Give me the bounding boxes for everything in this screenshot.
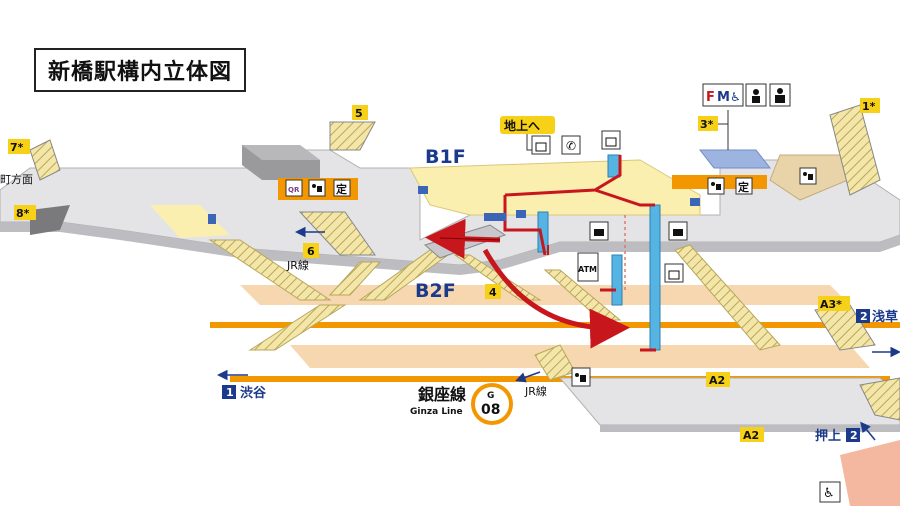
oshiage-label: 押上 (815, 428, 841, 444)
exit-a2-label-2: A2 (743, 429, 759, 442)
machi-direction-label: 町方面 (0, 172, 33, 186)
to-ground-label: 地上へ (504, 118, 540, 133)
toilet-men-glyph: M (717, 90, 730, 105)
exit-4-badge (485, 284, 501, 299)
commuter-pass-icon (333, 179, 351, 197)
shibuya-label: 渋谷 (240, 385, 267, 401)
exit-8-badge (14, 205, 36, 220)
b1f-label: B1F (425, 146, 466, 168)
atm-label: ATM (578, 265, 597, 274)
exit-1-label: 1* (862, 100, 876, 113)
b2f-platforms (210, 285, 900, 506)
exit-a3-label: A3* (820, 298, 842, 311)
svg-text:♿: ♿ (730, 90, 741, 104)
commuter-pass-icon-2 (735, 177, 753, 195)
exit-5-label: 5 (355, 107, 363, 120)
exit-7-label: 7* (10, 141, 24, 154)
map-title: 新橋駅構内立体図 (47, 60, 232, 85)
facility-icons: QR 定 ✆ ATM F M ♿ 定 (285, 83, 841, 503)
exit-4-label: 4 (489, 286, 497, 299)
jr-line-label-2: JR線 (524, 384, 547, 398)
exit-7-badge (8, 139, 30, 154)
exit-6-badge (303, 243, 319, 258)
line-name-en: Ginza Line (410, 407, 463, 417)
exit-6-label: 6 (307, 245, 315, 258)
asakusa-num: 2 (860, 310, 868, 323)
exit-5-badge (352, 105, 368, 120)
to-ground-badge (500, 116, 555, 134)
teiki-icon-text-1: 定 (336, 182, 347, 196)
toilet-icon (702, 83, 744, 107)
exit-3-label: 3* (700, 118, 714, 131)
exit-a3-badge (818, 296, 850, 311)
shibuya-num: 1 (226, 386, 234, 399)
asakusa-num-badge (856, 309, 870, 323)
qr-ticket-icon (285, 179, 303, 197)
line-code-letter: G (487, 391, 494, 401)
oshiage-num: 2 (850, 429, 858, 442)
exit-8-label: 8* (16, 207, 30, 220)
asakusa-label: 浅草 (872, 309, 898, 325)
accessible-route (425, 154, 661, 352)
title-box: 新橋駅構内立体図 (34, 48, 246, 92)
svg-text:✆: ✆ (566, 139, 576, 153)
exit-tags: 5 3* 1* 7* 8* 6 4 A3* A2 A2 (8, 98, 880, 442)
exit-a2-badge-1 (706, 372, 730, 387)
line-name: 銀座線 (418, 385, 466, 404)
ticket-gates (208, 186, 700, 224)
svg-text:♿: ♿ (823, 486, 835, 501)
teiki-icon-text-2: 定 (738, 180, 749, 194)
b2f-label: B2F (415, 280, 456, 302)
exit-a2-badge-2 (740, 427, 764, 442)
oshiage-num-badge (846, 428, 860, 442)
ginza-line-badge: 銀座線 Ginza Line G 08 (410, 383, 513, 425)
line-code-number: 08 (481, 402, 500, 418)
phone-icon (561, 135, 581, 155)
jr-line-label-1: JR線 (286, 258, 309, 272)
exit-1-badge (860, 98, 880, 113)
line-code-circle (471, 383, 513, 425)
toilet-women-glyph: F (706, 90, 715, 105)
qr-icon-text: QR (288, 186, 300, 194)
wheelchair-icon (819, 481, 841, 503)
exit-a2-label-1: A2 (709, 374, 725, 387)
exit-3-badge (698, 116, 718, 131)
atm-icon (577, 252, 599, 282)
shibuya-num-badge (222, 385, 236, 399)
